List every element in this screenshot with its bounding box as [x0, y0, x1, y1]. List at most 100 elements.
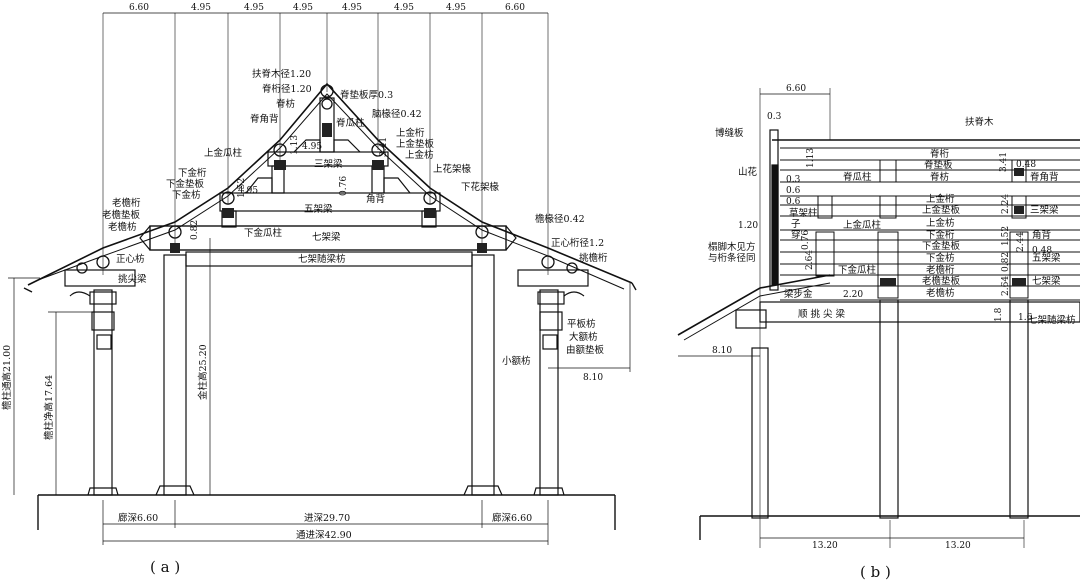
- b-dim-top: 6.60: [786, 84, 806, 94]
- b-dim-03b: 0.3: [786, 175, 801, 185]
- figure-a-text: 6.60 4.95 4.95 4.95 4.95 4.95 4.95 6.60 …: [1, 3, 608, 576]
- b-label-fu-ji: 扶脊木: [965, 116, 994, 128]
- a-label-tiao-purlin: 挑檐桁: [579, 252, 608, 264]
- a-top-dim-6: 4.95: [394, 3, 414, 13]
- a-label-upper-rafter: 上花架椽: [433, 163, 472, 175]
- b-dim-16: 1.6: [1018, 313, 1033, 323]
- a-dim-810: 8.10: [583, 373, 603, 383]
- a-label-ridge-column: 脊瓜柱: [336, 117, 365, 129]
- a-label-ridge-pad: 脊垫板厚0.3: [340, 89, 393, 101]
- a-label-lower-gold-purlin: 下金桁: [178, 167, 207, 179]
- b-dim-06: 0.6: [786, 186, 801, 196]
- b-dim-120: 1.20: [738, 221, 758, 231]
- b-dim-224: 2.24: [1001, 194, 1011, 214]
- a-top-dim-3: 4.95: [244, 3, 264, 13]
- b-label-zi: 子: [791, 219, 801, 230]
- b-dim-048b: 0.48: [1032, 246, 1052, 256]
- b-label-tamu: 榻脚木见方与桁条径同: [708, 241, 756, 264]
- a-dim-113: 1.13: [290, 135, 300, 155]
- b-label-shanhua: 山花: [738, 166, 758, 178]
- b-label-ji-dian: 脊垫板: [924, 159, 953, 171]
- a-label-da-e-fang: 大额枋: [569, 331, 598, 343]
- a-dim-076: 0.76: [339, 176, 349, 196]
- a-label-ping-fang: 平板枋: [567, 318, 596, 330]
- figure-a-cross-section: [8, 12, 637, 545]
- b-label-liang-bu: 梁步金: [784, 288, 813, 300]
- b-label-seven-sub: 七架随梁枋: [1028, 314, 1076, 326]
- b-dim-264a: 2.64: [805, 250, 815, 270]
- b-dim-220: 2.20: [843, 290, 863, 300]
- b-label-bofeng: 博缝板: [715, 127, 744, 139]
- a-top-dim-1: 6.60: [129, 3, 149, 13]
- b-dim-341: 3.41: [999, 152, 1009, 172]
- a-gold-col: 金柱高25.20: [197, 344, 209, 400]
- b-dim-152: 1.52: [1001, 226, 1011, 246]
- a-bottom-left-eave: 廊深6.60: [118, 512, 158, 524]
- a-label-eave-rafter: 檐椽径0.42: [535, 213, 585, 225]
- b-label-old-heng: 老檐桁: [926, 264, 955, 276]
- b-label-ji-heng: 脊桁: [930, 148, 950, 160]
- a-label-nao-rafter: 脑椽径0.42: [372, 108, 422, 120]
- a-label-zhengxin-fang: 正心枋: [116, 253, 145, 265]
- b-label-up-dian: 上金垫板: [922, 204, 961, 216]
- a-dim-341: 3.41: [379, 137, 389, 157]
- a-label-ridge-purlin: 脊桁径1.20: [262, 83, 312, 95]
- a-bottom-total: 通进深42.90: [296, 530, 352, 541]
- b-label-cao-jia: 草架柱: [789, 207, 818, 219]
- b-label-three-beam: 三架梁: [1030, 204, 1059, 216]
- figure-b-text: 6.60 0.3 0.3 0.6 0.6 1.20 0.76 1.13 3.41…: [708, 84, 1076, 581]
- a-label-old-eave-fang: 老檐枋: [108, 221, 137, 233]
- a-dim-152: 1.52: [237, 178, 247, 198]
- b-label-ji-gua: 脊瓜柱: [843, 171, 872, 183]
- figure-b-side-section: [677, 88, 1080, 548]
- b-label-shun-beam: 顺 挑 尖 梁: [798, 308, 846, 320]
- b-label-old-dian: 老檐垫板: [922, 275, 961, 287]
- b-label-jiao-bei: 角背: [1032, 229, 1051, 241]
- a-label-xiao-e-fang: 小额枋: [502, 355, 531, 367]
- a-label-you-e-pad: 由额垫板: [566, 344, 605, 356]
- a-label-upper-gold-purlin: 上金桁: [396, 127, 425, 139]
- a-label-tiao-beam: 挑尖梁: [118, 273, 147, 285]
- a-label-three-beam: 三架梁: [314, 158, 343, 170]
- a-dim-495-mid: 4.95: [238, 186, 258, 196]
- b-label-low-dian: 下金垫板: [922, 240, 961, 252]
- b-caption: ( b ): [860, 563, 891, 581]
- a-label-corner-back: 角背: [366, 193, 385, 205]
- b-dim-244: 2.44: [1016, 232, 1026, 252]
- a-label-old-eave-pad: 老檐垫板: [102, 209, 141, 221]
- b-dim-bottom-left: 13.20: [812, 541, 838, 551]
- b-label-ji-jiao: 脊角背: [1030, 171, 1059, 183]
- b-label-ya: 穿: [791, 229, 801, 241]
- b-label-ji-fang: 脊枋: [930, 171, 950, 183]
- b-label-seven-beam: 七架梁: [1032, 275, 1061, 287]
- a-top-dim-5: 4.95: [342, 3, 362, 13]
- a-label-upper-gold-fang: 上金枋: [405, 149, 434, 161]
- a-top-dim-4: 4.95: [293, 3, 313, 13]
- a-label-five-beam: 五架梁: [304, 203, 333, 215]
- b-dim-048a: 0.48: [1016, 160, 1036, 170]
- a-eave-col-total: 檐柱通高21.00: [1, 345, 13, 410]
- a-bottom-depth: 进深29.70: [304, 513, 350, 524]
- b-dim-264b: 2.64: [1001, 276, 1011, 296]
- b-dim-076: 0.76: [801, 230, 811, 250]
- a-label-old-eave-purlin: 老檐桁: [112, 197, 141, 209]
- b-dim-082: 0.82: [1001, 252, 1011, 272]
- a-label-lower-gold-column: 下金瓜柱: [244, 227, 283, 239]
- b-dim-03: 0.3: [767, 112, 782, 122]
- a-dim-495-top: 4.95: [302, 142, 322, 152]
- a-label-seven-sub-fang: 七架随梁枋: [298, 253, 346, 265]
- b-dim-113: 1.13: [806, 148, 816, 168]
- a-label-zhengxin-purlin: 正心桁径1.2: [551, 237, 604, 249]
- a-dim-082: 0.82: [190, 220, 200, 240]
- a-label-fu-ji: 扶脊木径1.20: [252, 68, 311, 80]
- b-dim-18: 1.8: [994, 307, 1004, 322]
- a-label-upper-gold-column: 上金瓜柱: [204, 147, 243, 159]
- b-dim-06b: 0.6: [786, 197, 801, 207]
- b-label-up-heng: 上金桁: [926, 193, 955, 205]
- a-label-lower-gold-pad: 下金垫板: [166, 178, 205, 190]
- a-top-dim-7: 4.95: [446, 3, 466, 13]
- b-label-low-gua: 下金瓜柱: [838, 264, 877, 276]
- a-label-lower-rafter: 下花架椽: [461, 181, 500, 193]
- a-label-ridge-corner: 脊角背: [250, 113, 279, 125]
